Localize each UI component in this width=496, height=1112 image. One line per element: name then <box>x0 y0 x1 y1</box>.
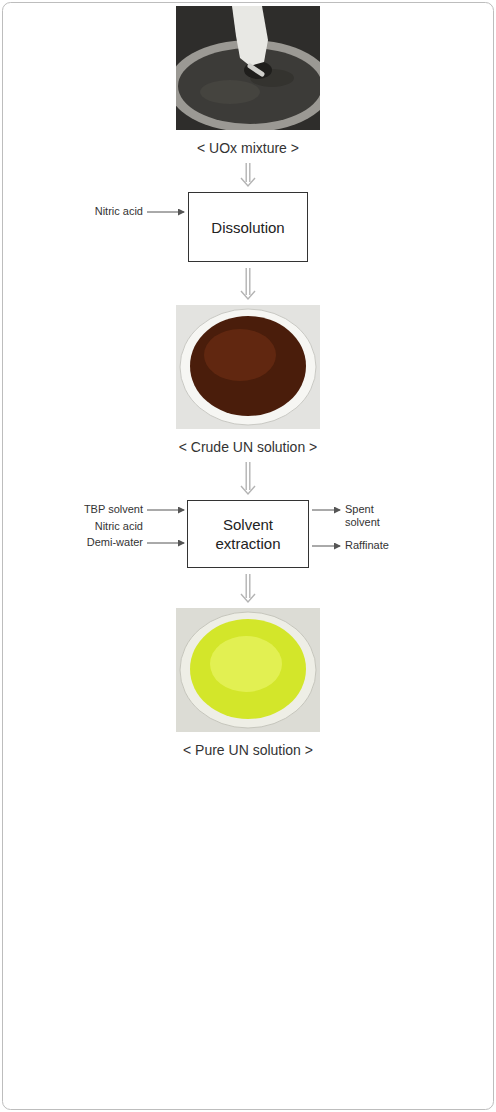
process-box: Dissolution <box>188 192 308 262</box>
arrow-head <box>241 291 255 299</box>
side-arrows <box>147 212 340 546</box>
crude-un-photo <box>176 305 320 429</box>
arrow-shaft-inner <box>247 574 249 598</box>
photo-node: < Crude UN solution > <box>148 305 348 456</box>
photo-node: < UOx mixture > <box>148 6 348 157</box>
pure-un-photo <box>176 608 320 732</box>
photo-caption: < UOx mixture > <box>148 140 348 157</box>
flow-label: Nitric acid <box>95 520 143 533</box>
flow-label: TBP solvent <box>84 503 143 516</box>
arrow-shaft <box>246 268 251 295</box>
arrow-shaft <box>246 462 251 490</box>
arrow-shaft <box>246 574 251 598</box>
arrow-head <box>241 486 255 494</box>
arrow-shaft-inner <box>247 462 249 490</box>
arrow-shaft <box>246 163 251 182</box>
photo-area <box>148 6 348 130</box>
arrow-head <box>241 178 255 186</box>
arrow-head <box>241 594 255 602</box>
outer-frame <box>3 3 494 1110</box>
photo-caption: < Crude UN solution > <box>148 439 348 456</box>
process-box: Solvent extraction <box>187 500 309 568</box>
flow-arrow <box>241 268 255 299</box>
photo-area <box>148 608 348 732</box>
flow-arrow <box>241 163 255 186</box>
flow-arrow <box>241 574 255 602</box>
uox-photo <box>176 6 320 130</box>
photo-caption: < Pure UN solution > <box>148 742 348 759</box>
photo-node: < Pure UN solution > <box>148 608 348 759</box>
arrow-shaft-inner <box>247 268 249 295</box>
photo-area <box>148 305 348 429</box>
arrow-shaft-inner <box>247 163 249 182</box>
box-label: Dissolution <box>211 218 284 237</box>
flow-label: Nitric acid <box>95 205 143 218</box>
box-label: Solvent extraction <box>196 515 300 553</box>
flow-label: Raffinate <box>345 539 389 552</box>
flow-arrow <box>241 462 255 494</box>
flow-label: Demi-water <box>87 536 143 549</box>
flow-label: Spent solvent <box>345 503 395 529</box>
